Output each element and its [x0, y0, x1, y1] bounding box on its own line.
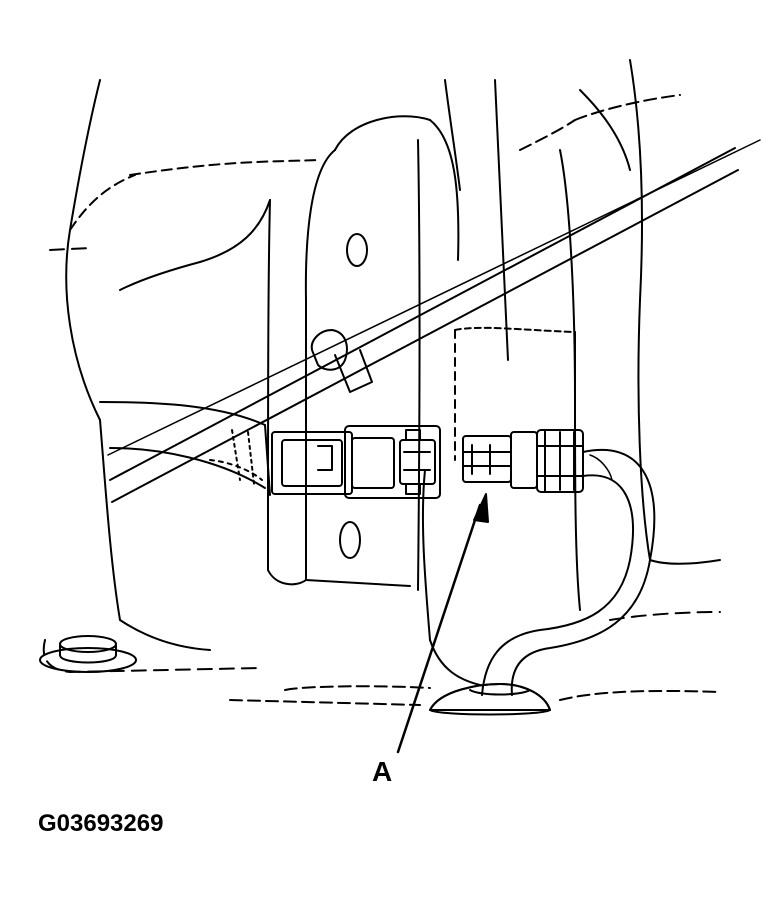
brake-line-pipe	[107, 139, 761, 503]
grommet-icon	[429, 683, 551, 716]
connector-icon	[271, 425, 441, 499]
pillar-hole-lower	[339, 521, 361, 559]
callout-label-a: A	[372, 756, 393, 787]
figure-id: G03693269	[38, 810, 164, 837]
pillar-hole-upper	[346, 233, 368, 267]
sensor-connector	[462, 429, 584, 493]
bolt-stud	[39, 635, 137, 673]
wiring-harness	[99, 401, 271, 496]
body-panel-outlines	[39, 59, 721, 706]
sensor-cable	[481, 449, 656, 696]
callout-leader-a	[396, 493, 489, 754]
